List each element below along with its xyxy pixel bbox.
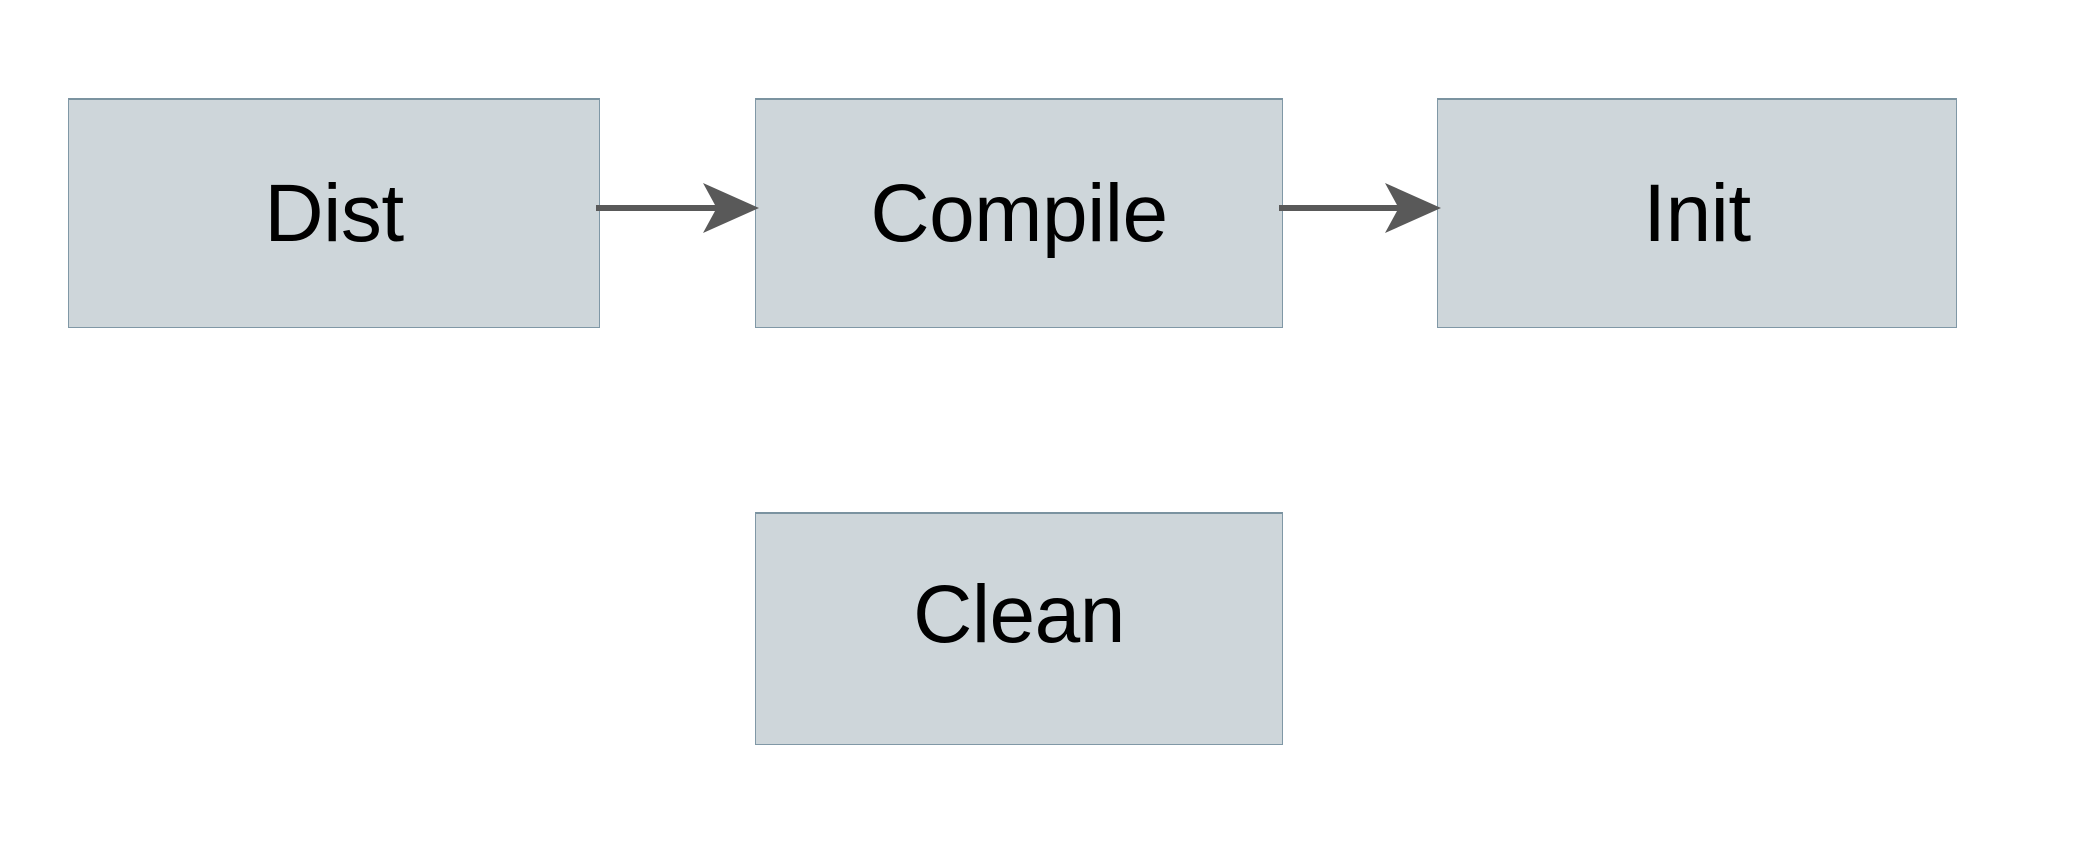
node-dist[interactable]: Dist (68, 98, 600, 328)
edge-compile-to-init-arrowhead (1382, 183, 1441, 233)
node-clean[interactable]: Clean (755, 512, 1283, 745)
edge-dist-to-compile (596, 183, 759, 233)
edge-compile-to-init (1279, 183, 1441, 233)
node-clean-label: Clean (913, 569, 1125, 660)
node-dist-label: Dist (264, 167, 404, 259)
edge-compile-to-init-line (1279, 205, 1400, 211)
node-compile-label: Compile (870, 167, 1168, 259)
edge-dist-to-compile-arrowhead (700, 183, 759, 233)
node-init-label: Init (1643, 167, 1751, 259)
node-compile[interactable]: Compile (755, 98, 1283, 328)
node-init[interactable]: Init (1437, 98, 1957, 328)
edge-dist-to-compile-line (596, 205, 718, 211)
